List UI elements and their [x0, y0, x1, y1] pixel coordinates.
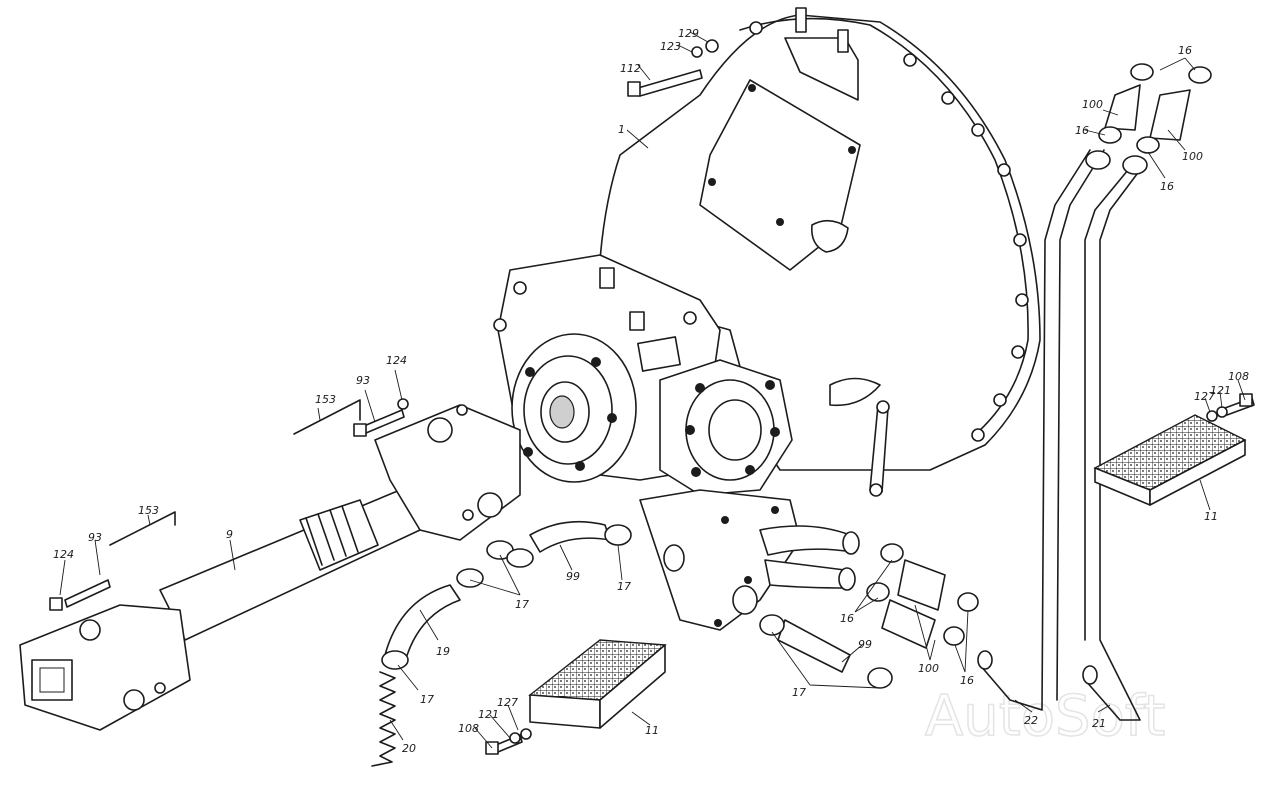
callout-123: 123	[660, 40, 681, 53]
watermark-text: AutoSoft	[925, 684, 1166, 749]
steps	[528, 414, 1247, 729]
callout-129: 129	[678, 27, 699, 40]
callout-22: 22	[1024, 714, 1038, 727]
fasteners	[49, 39, 1255, 755]
callout-16d: 16	[840, 612, 854, 625]
callout-19: 19	[436, 645, 450, 658]
hoses	[371, 520, 979, 767]
callout-112: 112	[620, 62, 641, 75]
callout-108a: 108	[458, 722, 479, 735]
callout-127a: 127	[497, 696, 518, 709]
leader-lines	[59, 31, 1246, 749]
callout-121b: 121	[1210, 384, 1231, 397]
callout-17a: 17	[515, 598, 529, 611]
callout-1: 1	[618, 123, 625, 136]
flywheel-housing	[599, 7, 1041, 497]
callout-11b: 11	[1204, 510, 1218, 523]
callout-124a: 124	[386, 354, 407, 367]
callout-16b: 16	[1075, 124, 1089, 137]
pipes	[977, 63, 1212, 721]
callout-153a: 153	[315, 393, 336, 406]
callout-100b: 100	[1182, 150, 1203, 163]
callout-99a: 99	[566, 570, 580, 583]
callout-124b: 124	[53, 548, 74, 561]
pump-assembly	[493, 254, 860, 631]
callout-93b: 93	[88, 531, 102, 544]
callout-20: 20	[402, 742, 416, 755]
callout-127b: 127	[1194, 390, 1215, 403]
callout-21: 21	[1092, 717, 1106, 730]
propeller-shaft	[19, 404, 521, 731]
callout-17c: 17	[420, 693, 434, 706]
callout-99b: 99	[858, 638, 872, 651]
callout-16a: 16	[1178, 44, 1192, 57]
callout-100a: 100	[1082, 98, 1103, 111]
callout-153b: 153	[138, 504, 159, 517]
callout-17b: 17	[617, 580, 631, 593]
callout-93a: 93	[356, 374, 370, 387]
callout-16c: 16	[1160, 180, 1174, 193]
callout-11a: 11	[645, 724, 659, 737]
callout-16e: 16	[960, 674, 974, 687]
callout-9: 9	[226, 528, 233, 541]
callout-121a: 121	[478, 708, 499, 721]
callout-17d: 17	[792, 686, 806, 699]
callout-100c: 100	[918, 662, 939, 675]
callout-labels: 1 9 11 11 16 16 16 16 16 17 17 17 17 19 …	[53, 27, 1249, 755]
callout-108b: 108	[1228, 370, 1249, 383]
